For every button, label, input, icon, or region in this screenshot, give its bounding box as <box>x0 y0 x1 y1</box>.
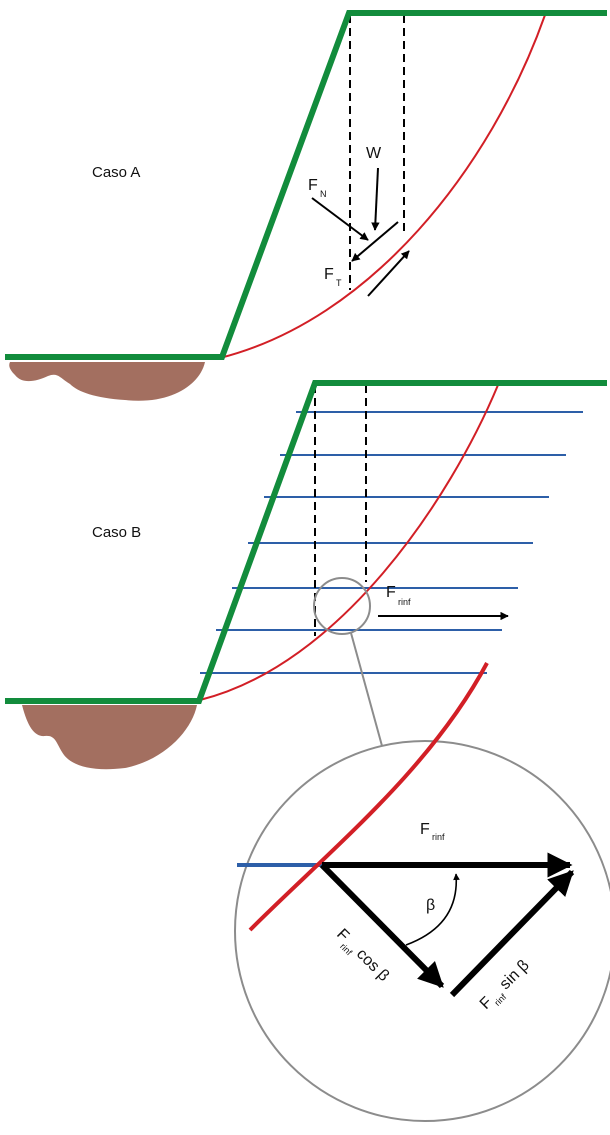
case-b-slip-surface <box>199 384 499 701</box>
reinforcement-layers <box>200 411 583 674</box>
case-a-normal-force-arrow <box>311 197 369 241</box>
case-b-force-label: F <box>386 584 396 601</box>
case-b-label: Caso B <box>92 524 141 541</box>
detail-cos-component-arrow <box>319 862 445 989</box>
case-a-label: Caso A <box>92 164 140 181</box>
case-a-tangential-force-label: F <box>324 266 334 283</box>
detail-force-subscript: rinf <box>432 832 445 842</box>
detail-zoom-circle <box>234 740 610 1122</box>
case-a-normal-force-label: F <box>308 177 318 194</box>
case-a-tangential-force-subscript: T <box>336 278 342 288</box>
case-a-weight-label: W <box>366 145 382 162</box>
case-a-weight-arrow <box>371 167 380 231</box>
case-a-slip-surface <box>219 14 546 359</box>
case-a-soil-pocket <box>9 362 205 401</box>
case-a-panel: Caso A W F N F T <box>5 10 607 401</box>
detail-slip-surface <box>248 662 489 932</box>
case-a-ground-profile <box>5 10 607 360</box>
detail-angle-arc <box>405 873 460 946</box>
case-b-ground-profile <box>5 380 607 704</box>
case-a-base-line <box>351 221 399 262</box>
detail-angle-label: β <box>426 897 435 914</box>
case-a-shear-resistance-arrow <box>367 250 410 297</box>
detail-force-label: F <box>420 821 430 838</box>
case-b-force-subscript: rinf <box>398 597 411 607</box>
case-b-soil-pocket <box>22 705 197 770</box>
detail-zoom-panel: F rinf β F rinf cos β F rinf sin β <box>234 662 610 1122</box>
case-b-panel: Caso B F rinf <box>5 380 607 827</box>
detail-sin-component-arrow <box>449 869 575 998</box>
detail-focus-circle <box>313 577 371 635</box>
case-a-normal-force-subscript: N <box>320 189 327 199</box>
